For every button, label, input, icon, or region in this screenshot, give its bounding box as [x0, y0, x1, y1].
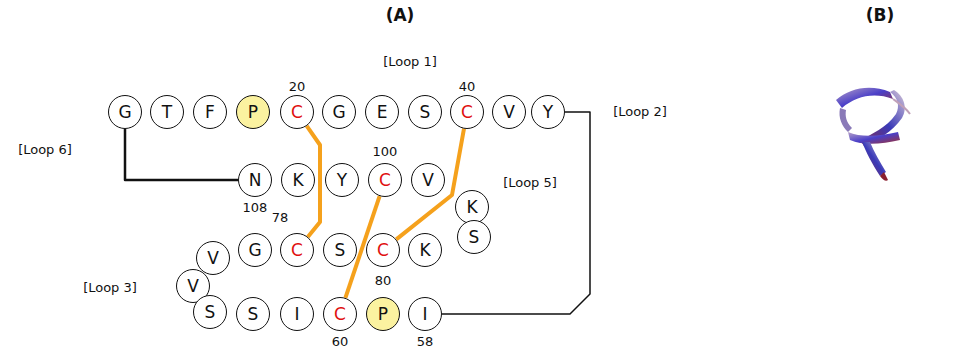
residue-circle: S [408, 95, 442, 129]
loop-label: [Loop 5] [503, 176, 557, 190]
residue-letter: Y [337, 172, 347, 189]
residue-circle: E [365, 95, 399, 129]
residue-letter: I [294, 306, 299, 323]
ribbon-strand [862, 142, 886, 176]
residue-circle: S [236, 297, 270, 331]
residue-letter: E [377, 104, 388, 121]
residue-letter: P [378, 306, 388, 323]
residue-letter: C [334, 306, 346, 323]
residue-circle: G [238, 233, 272, 267]
backbone-line [442, 112, 590, 314]
residue-letter: S [205, 304, 216, 321]
residue-letter: G [118, 104, 131, 121]
loop-label: [Loop 3] [83, 281, 137, 295]
backbone-line [125, 129, 238, 180]
loop-label: [Loop 2] [613, 105, 667, 119]
residue-letter: S [469, 229, 480, 246]
residue-circle: S [457, 220, 491, 254]
residue-circle: K [455, 190, 489, 224]
residue-circle: N [238, 163, 272, 197]
residue-letter: K [292, 172, 303, 189]
residue-circle: Y [325, 163, 359, 197]
residue-circle: K [408, 233, 442, 267]
loop-label: [Loop 6] [18, 143, 72, 157]
residue-circle: T [150, 95, 184, 129]
residue-circle: V [196, 241, 230, 275]
residue-letter: V [503, 104, 515, 121]
residue-letter: V [207, 250, 219, 267]
residue-circle: C [450, 95, 484, 129]
residue-circle: C [323, 297, 357, 331]
residue-circle: C [280, 95, 314, 129]
residue-circle: C [368, 163, 402, 197]
residue-letter: C [291, 242, 303, 259]
residue-number: 80 [375, 274, 392, 288]
residue-circle: C [280, 233, 314, 267]
residue-circle: V [411, 163, 445, 197]
ribbon-coil [893, 99, 910, 114]
residue-letter: S [420, 104, 431, 121]
residue-circle: K [281, 163, 315, 197]
residue-circle: G [108, 95, 142, 129]
residue-circle: V [492, 95, 526, 129]
disulfide-bond [396, 129, 464, 240]
residue-number: 20 [289, 80, 306, 94]
residue-circle: P [366, 297, 400, 331]
ribbon-tip [880, 172, 888, 181]
residue-circle: I [280, 297, 314, 331]
residue-circle: G [322, 95, 356, 129]
residue-circle: S [323, 233, 357, 267]
residue-number: 108 [243, 201, 268, 215]
residue-number: 60 [332, 335, 349, 349]
ribbon-strand [839, 108, 852, 132]
ribbon-strand [848, 132, 900, 144]
residue-number: 40 [459, 80, 476, 94]
residue-number: 58 [417, 335, 434, 349]
residue-letter: P [248, 104, 258, 121]
residue-letter: F [205, 104, 215, 121]
residue-letter: V [422, 172, 434, 189]
loop-label: [Loop 1] [383, 55, 437, 69]
residue-letter: I [422, 306, 427, 323]
residue-letter: N [249, 172, 262, 189]
residue-letter: Y [543, 104, 553, 121]
residue-circle: I [408, 297, 442, 331]
residue-letter: C [379, 172, 391, 189]
residue-circle: S [193, 295, 227, 329]
residue-circle: C [366, 233, 400, 267]
residue-circle: P [236, 95, 270, 129]
residue-letter: C [461, 104, 473, 121]
residue-number: 100 [373, 145, 398, 159]
panel-label: (B) [866, 6, 895, 25]
panel-label: (A) [386, 6, 415, 25]
residue-letter: K [419, 242, 430, 259]
residue-circle: Y [531, 95, 565, 129]
residue-letter: G [248, 242, 261, 259]
residue-letter: S [335, 242, 346, 259]
residue-letter: V [187, 278, 199, 295]
residue-letter: T [162, 104, 172, 121]
residue-letter: K [466, 199, 477, 216]
residue-letter: C [377, 242, 389, 259]
residue-circle: F [193, 95, 227, 129]
residue-number: 78 [272, 211, 289, 225]
residue-letter: G [332, 104, 345, 121]
ribbon-strand [836, 88, 893, 108]
residue-letter: C [291, 104, 303, 121]
residue-letter: S [248, 306, 259, 323]
